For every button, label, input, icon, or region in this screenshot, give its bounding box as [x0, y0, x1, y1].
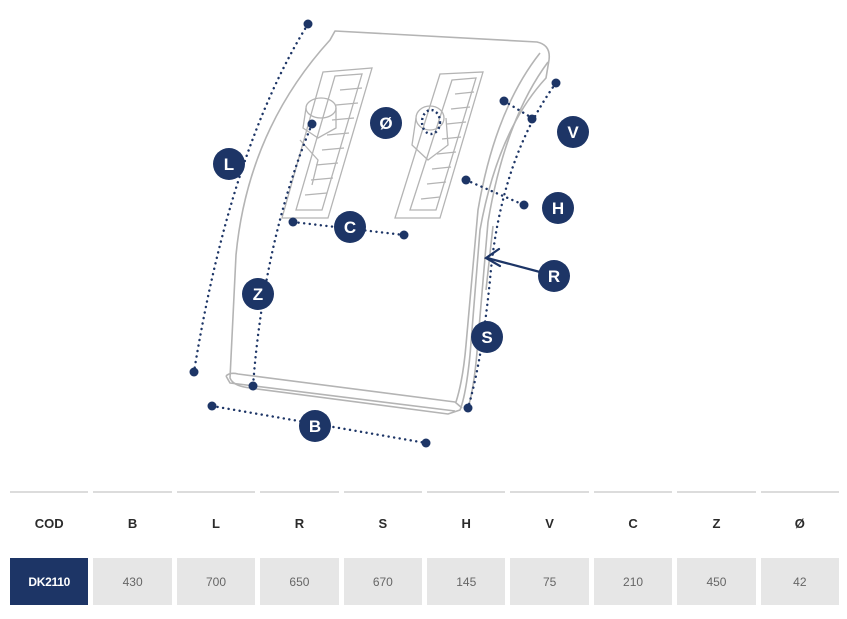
- mudguard-diagram: L Z C Ø V H R S B: [189, 19, 589, 448]
- hole-indicator: [420, 108, 442, 136]
- dim-line-H: [464, 178, 526, 207]
- left-bracket: [281, 67, 373, 219]
- table-row: DK2110 430 700 650 670 145 75 210 450 42: [10, 558, 840, 605]
- dimension-endpoints: [189, 19, 561, 448]
- svg-text:R: R: [548, 267, 560, 286]
- badge-R: R: [538, 260, 570, 292]
- dim-line-Z: [251, 122, 314, 388]
- value-r: 650: [260, 558, 339, 605]
- header-b: B: [93, 491, 172, 553]
- badge-L: L: [213, 148, 245, 180]
- value-diameter: 42: [760, 558, 840, 605]
- badge-Z: Z: [242, 278, 274, 310]
- dimension-badges: L Z C Ø V H R S B: [213, 107, 589, 442]
- badge-diameter: Ø: [370, 107, 402, 139]
- svg-text:Z: Z: [253, 285, 263, 304]
- header-diameter: Ø: [760, 491, 840, 553]
- product-code: DK2110: [10, 558, 89, 605]
- dimension-lines: [192, 22, 558, 445]
- value-l: 700: [176, 558, 256, 605]
- svg-text:Ø: Ø: [379, 114, 392, 133]
- badge-S: S: [471, 321, 503, 353]
- svg-text:V: V: [567, 123, 579, 142]
- value-b: 430: [93, 558, 172, 605]
- value-h: 145: [427, 558, 506, 605]
- mudguard-outline: [225, 30, 551, 415]
- dim-line-V: [502, 99, 534, 120]
- svg-text:C: C: [344, 218, 356, 237]
- svg-text:B: B: [309, 417, 321, 436]
- header-h: H: [427, 491, 506, 553]
- value-z: 450: [677, 558, 756, 605]
- header-z: Z: [677, 491, 756, 553]
- badge-H: H: [542, 192, 574, 224]
- badge-C: C: [334, 211, 366, 243]
- badge-B: B: [299, 410, 331, 442]
- header-s: S: [343, 491, 423, 553]
- svg-text:H: H: [552, 199, 564, 218]
- mudguard-body: [229, 30, 551, 415]
- dim-line-S: [466, 81, 558, 410]
- spec-table: COD B L R S H V C Z Ø DK2110 430 700 650…: [10, 491, 840, 605]
- header-v: V: [510, 491, 589, 553]
- right-bracket: [394, 71, 484, 219]
- dim-line-L: [192, 22, 310, 374]
- spec-table-header: COD B L R S H V C Z Ø: [10, 491, 840, 553]
- badge-V: V: [557, 116, 589, 148]
- value-s: 670: [343, 558, 423, 605]
- value-c: 210: [593, 558, 673, 605]
- svg-text:S: S: [481, 328, 492, 347]
- radius-arrow: [483, 247, 542, 274]
- header-c: C: [593, 491, 673, 553]
- header-r: R: [260, 491, 339, 553]
- header-l: L: [176, 491, 256, 553]
- value-v: 75: [510, 558, 589, 605]
- header-cod: COD: [10, 491, 89, 553]
- svg-text:L: L: [224, 155, 234, 174]
